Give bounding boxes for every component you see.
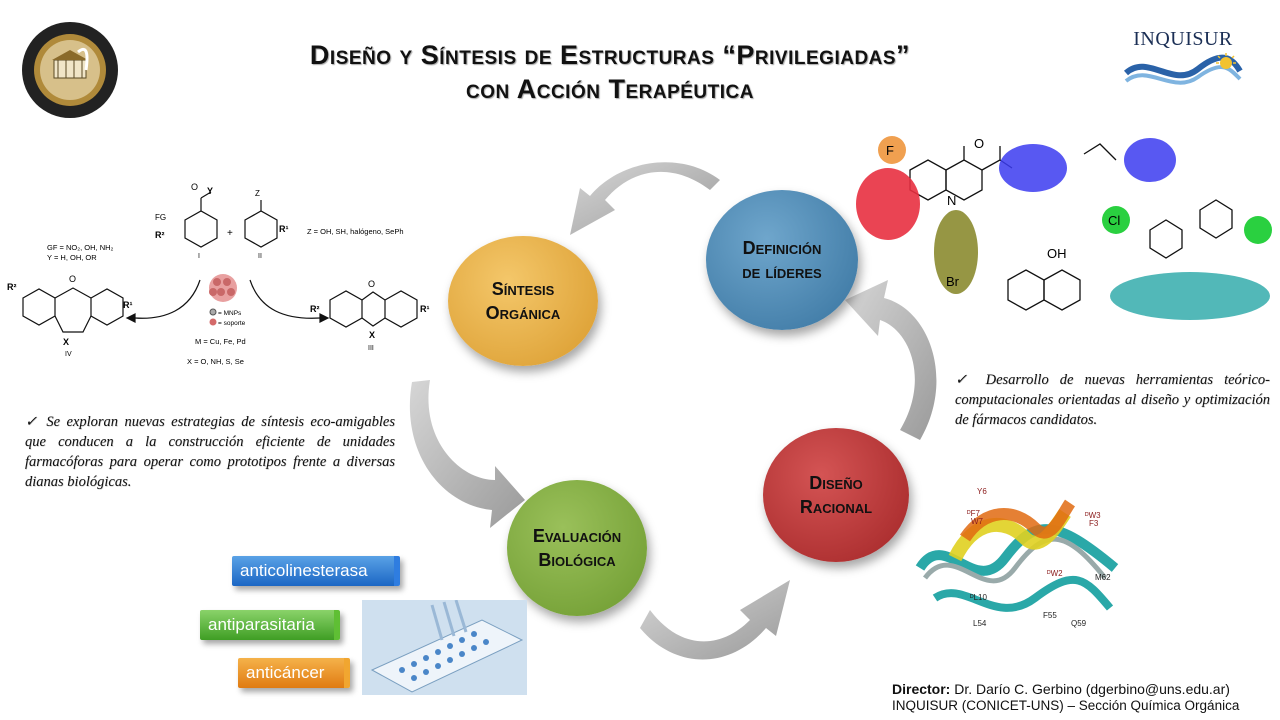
microplate-photo (362, 600, 527, 695)
lead-molecules-diagram: O F N Br Cl OH (856, 136, 1272, 320)
svg-text:F: F (886, 143, 894, 158)
svg-text:ᴰW2: ᴰW2 (1047, 569, 1063, 578)
title-line-2: con Acción Terapéutica (466, 74, 754, 104)
svg-text:R²: R² (310, 304, 320, 314)
inquisur-logo-text: INQUISUR (1133, 28, 1233, 50)
check-icon: ✓ (25, 414, 47, 430)
title-line-1: Diseño y Síntesis de Estructuras “Privil… (309, 40, 911, 70)
bullet-herramientas: ✓ Desarrollo de nuevas herramientas teór… (955, 370, 1270, 430)
diseno-line-1: Diseño (809, 473, 863, 493)
svg-text:R²: R² (155, 230, 165, 240)
tag-anticancer: anticáncer (238, 658, 350, 688)
arrow-bottom (640, 580, 790, 660)
institution-credit: INQUISUR (CONICET-UNS) – Sección Química… (892, 698, 1240, 713)
bullet-sintesis-text: Se exploran nuevas estrategias de síntes… (25, 414, 395, 490)
definicion-line-1: Definición (742, 238, 822, 258)
definicion-line-2: de líderes (742, 262, 822, 282)
director-label: Director: (892, 681, 951, 697)
cycle-arrows (409, 162, 937, 660)
arrow-right (845, 280, 937, 440)
svg-text:ᴰW3: ᴰW3 (1085, 511, 1101, 520)
svg-text:M = Cu, Fe, Pd: M = Cu, Fe, Pd (195, 337, 246, 346)
sintesis-line-2: Orgánica (485, 303, 561, 323)
check-icon: ✓ (955, 372, 986, 388)
svg-text:Y6: Y6 (977, 487, 987, 496)
inquisur-wave-icon (1123, 53, 1243, 85)
svg-text:FG: FG (155, 213, 166, 222)
svg-text:R¹: R¹ (420, 304, 430, 314)
svg-text:X = O, NH, S, Se: X = O, NH, S, Se (187, 357, 244, 366)
bullet-herramientas-text: Desarrollo de nuevas herramientas teóric… (955, 372, 1270, 428)
poster-title: Diseño y Síntesis de Estructuras “Privil… (180, 38, 1040, 106)
svg-text:O: O (974, 136, 984, 151)
svg-text:O: O (191, 182, 198, 192)
svg-text:O: O (368, 279, 375, 289)
svg-text:+: + (227, 228, 233, 239)
svg-text:F3: F3 (1089, 519, 1099, 528)
svg-text:Br: Br (946, 274, 960, 289)
svg-text:R²: R² (7, 282, 17, 292)
svg-text:Z: Z (255, 189, 260, 198)
sintesis-line-1: Síntesis (491, 279, 555, 299)
evaluacion-line-1: Evaluación (532, 526, 622, 546)
svg-text:ᴰL10: ᴰL10 (970, 593, 987, 602)
svg-text:N: N (947, 193, 956, 208)
svg-text:ᴰF7: ᴰF7 (967, 509, 980, 518)
arrow-left (409, 380, 525, 528)
svg-text:Cl: Cl (1108, 213, 1120, 228)
svg-text:X: X (369, 330, 375, 340)
inquisur-logo: INQUISUR (1118, 28, 1248, 98)
svg-text:III: III (368, 345, 374, 352)
svg-text:L54: L54 (973, 619, 987, 628)
svg-text:= soporte: = soporte (218, 320, 246, 327)
svg-text:II: II (258, 253, 262, 260)
svg-text:OH: OH (1047, 246, 1067, 261)
svg-text:Q59: Q59 (1071, 619, 1087, 628)
tag-antiparasitaria: antiparasitaria (200, 610, 340, 640)
svg-text:M62: M62 (1095, 573, 1111, 582)
svg-text:R¹: R¹ (123, 300, 133, 310)
arrow-top (570, 162, 720, 235)
svg-text:X: X (63, 337, 69, 347)
tag-anticolinesterasa: anticolinesterasa (232, 556, 400, 586)
svg-text:= MNPs: = MNPs (218, 310, 242, 317)
svg-text:GF = NO₂, OH, NH₂: GF = NO₂, OH, NH₂ (47, 243, 114, 252)
director-credit: Director: Dr. Darío C. Gerbino (dgerbino… (892, 681, 1276, 698)
svg-text:R¹: R¹ (279, 224, 289, 234)
diseno-line-2: Racional (799, 497, 873, 517)
svg-text:I: I (198, 253, 200, 260)
director-name: Dr. Darío C. Gerbino (dgerbino@uns.edu.a… (950, 681, 1230, 697)
svg-text:IV: IV (65, 351, 72, 358)
svg-text:F55: F55 (1043, 611, 1057, 620)
svg-text:Y: Y (207, 186, 213, 196)
evaluacion-line-2: Biológica (538, 550, 616, 570)
protein-structure-image: Y6 ᴰF7 W7 ᴰW3 F3 ᴰW2 M62 ᴰL10 F55 L54 Q5… (915, 487, 1119, 628)
bullet-sintesis: ✓ Se exploran nuevas estrategias de sínt… (25, 412, 395, 492)
mnp-cluster-icon (209, 274, 237, 302)
svg-text:W7: W7 (971, 517, 984, 526)
cycle-node-definicion-lideres: Definición de líderes (706, 190, 858, 330)
university-seal-logo (20, 20, 120, 120)
svg-text:Y = H, OH, OR: Y = H, OH, OR (47, 253, 97, 262)
svg-text:Z = OH, SH, halógeno, SePh: Z = OH, SH, halógeno, SePh (307, 227, 404, 236)
svg-text:O: O (69, 274, 76, 284)
